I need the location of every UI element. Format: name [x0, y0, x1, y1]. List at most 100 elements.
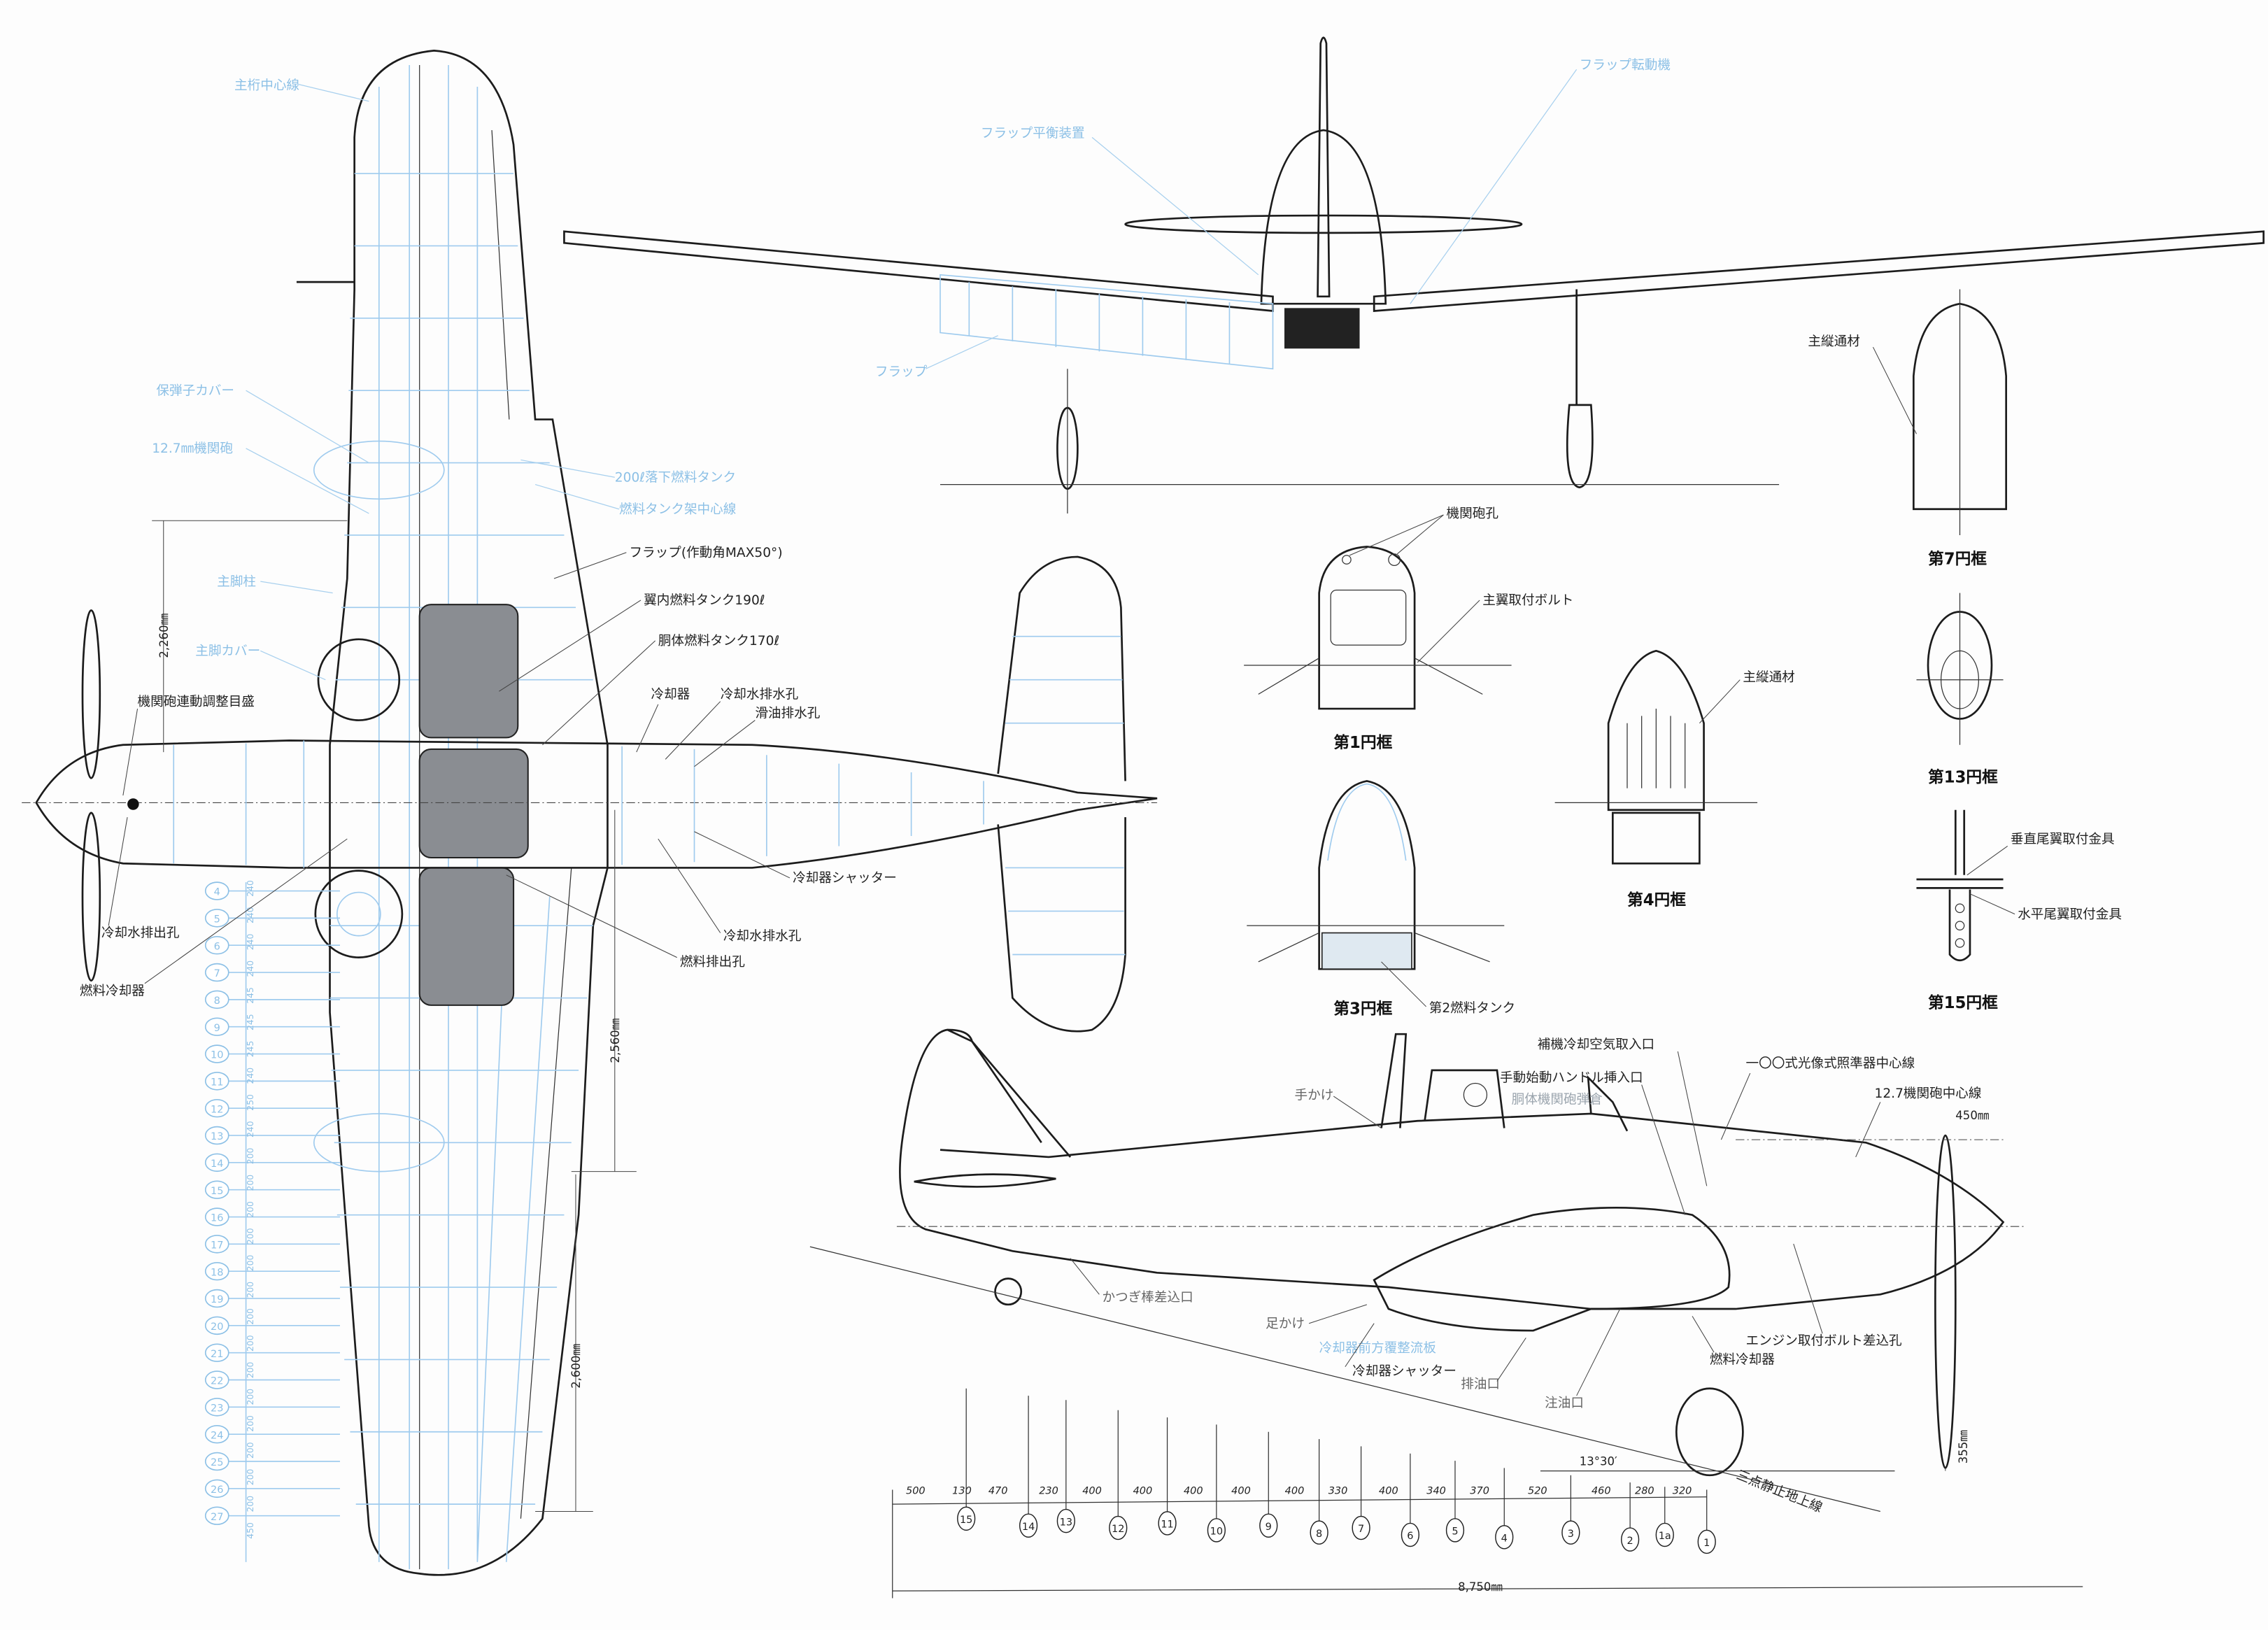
frame-station-number: 12 — [1112, 1524, 1124, 1535]
rib-spacing-value: 200 — [245, 1442, 255, 1459]
rib-station-marker — [204, 963, 229, 982]
frame-station-number: 13 — [1060, 1517, 1072, 1528]
label-ammo-box: 胴体機関砲弾倉 — [1512, 1092, 1603, 1107]
dimension-2560-text: 2,560㎜ — [609, 1019, 622, 1063]
label-127mm-gun: 12.7㎜機関砲 — [152, 441, 233, 456]
frame-spacing-value: 400 — [1082, 1486, 1102, 1497]
frame-station-marker — [1401, 1522, 1420, 1547]
side-tail-wheel — [994, 1277, 1023, 1306]
rib-station-marker — [204, 1316, 229, 1335]
frame-scale-baseline — [892, 1496, 1707, 1505]
frame-spacing-value: 330 — [1328, 1486, 1348, 1497]
rib-spacing-value: 240 — [245, 907, 255, 923]
rib-station-number: 12 — [211, 1104, 223, 1115]
frame-spacing-value: 400 — [1379, 1486, 1398, 1497]
rib-station-number: 27 — [211, 1512, 223, 1523]
side-canopy — [1424, 1069, 1629, 1132]
propeller-blade-upper — [81, 609, 101, 779]
frame-1-wing-bolt-label: 主翼取付ボルト — [1482, 593, 1573, 608]
frame-spacing-value: 130 — [952, 1486, 972, 1497]
frame-spacing-value: 280 — [1635, 1486, 1654, 1497]
rib-spacing-value: 245 — [245, 1014, 255, 1030]
dimension-2600: 2,600㎜ — [535, 1174, 593, 1512]
label-drop-tank: 200ℓ落下燃料タンク — [615, 470, 736, 485]
rib-station-number: 5 — [214, 914, 220, 926]
label-handhold: 手かけ — [1294, 1088, 1333, 1103]
rib-spacing-value: 200 — [245, 1415, 255, 1432]
rib-station-number: 23 — [211, 1403, 223, 1415]
dimension-overall-length: 8,750㎜ — [1458, 1580, 1503, 1594]
rib-station-number: 6 — [214, 941, 220, 952]
rib-station-marker — [204, 1126, 229, 1145]
frame-1-gun-port-left — [1342, 555, 1352, 565]
rib-station-number: 24 — [211, 1430, 223, 1441]
rib-station-marker — [204, 990, 229, 1009]
frame-station-number: 7 — [1358, 1524, 1364, 1535]
rib-station-marker — [204, 1479, 229, 1498]
front-radiator-intake — [1284, 308, 1360, 349]
frame-spacing-value: 340 — [1426, 1486, 1446, 1497]
rib-station-marker — [204, 935, 229, 955]
fuselage-frames — [173, 740, 984, 868]
rib-spacing-value: 200 — [245, 1282, 255, 1298]
side-canopy-window — [1463, 1082, 1488, 1107]
frame-station-number: 11 — [1161, 1519, 1173, 1531]
dimension-prop-clearance: 355㎜ — [1957, 1430, 1970, 1464]
frame-4-member-label: 主縦通材 — [1743, 670, 1794, 685]
rib-spacing-value: 240 — [245, 961, 255, 977]
frame-7-title: 第7円框 — [1928, 549, 1987, 568]
rib-station-marker — [204, 1424, 229, 1444]
fuselage-plan-outline — [35, 739, 1158, 869]
frame-spacing-value: 520 — [1528, 1486, 1547, 1497]
frame-station-number: 6 — [1407, 1531, 1413, 1542]
label-carry-bar: かつぎ棒差込口 — [1103, 1291, 1193, 1305]
rib-station-number: 9 — [214, 1023, 220, 1034]
front-wing-right — [1373, 230, 2265, 312]
rib-spacing-value: 245 — [245, 987, 255, 1004]
rib-station-number: 20 — [211, 1321, 223, 1333]
frame-station-number: 9 — [1266, 1522, 1272, 1533]
label-coolant-drain-2: 冷却水排水孔 — [723, 929, 802, 944]
frame-1-gun-ports-label: 機関砲孔 — [1447, 506, 1499, 521]
frame-1-title: 第1円框 — [1333, 733, 1392, 752]
dimension-2600-text: 2,600㎜ — [569, 1344, 583, 1389]
front-vertical-fin — [1317, 36, 1331, 298]
label-fuel-drain: 燃料排出孔 — [680, 955, 745, 970]
label-side-fuel-cooler: 燃料冷却器 — [1710, 1353, 1775, 1368]
gun-sync-marker — [127, 798, 139, 810]
frame-spacing-value: 500 — [906, 1486, 926, 1497]
label-side-radiator-shutter: 冷却器シャッター — [1352, 1364, 1457, 1379]
rib-station-marker — [204, 1044, 229, 1063]
rib-station-number: 22 — [211, 1376, 223, 1387]
rib-station-number: 19 — [211, 1294, 223, 1305]
frame-4-lower-box — [1611, 812, 1701, 865]
label-spar-centerline: 主桁中心線 — [234, 78, 299, 93]
frame-station-number: 3 — [1568, 1529, 1574, 1540]
side-antenna-mast — [1380, 1033, 1408, 1128]
rib-station-marker — [204, 1017, 229, 1036]
dimension-ground-angle: 13°30′ — [1580, 1454, 1617, 1468]
side-view: 補機冷却空気取入口 一〇〇式光像式照準器中心線 手動始動ハンドル挿入口 胴体機関… — [809, 1028, 2083, 1599]
frame-sections: 主縦通材 第7円框 機関砲孔 主翼取付ボルト 第1円框 第3円框 第2燃料タンク… — [1244, 289, 2122, 1018]
rib-spacing-value: 200 — [245, 1468, 255, 1485]
rib-spacing-value: 245 — [245, 1041, 255, 1058]
label-coolant-drain-1: 冷却水排水孔 — [721, 688, 799, 702]
label-foothold: 足かけ — [1266, 1317, 1305, 1331]
label-wing-tank: 翼内燃料タンク190ℓ — [644, 593, 765, 608]
rib-spacing-value: 200 — [245, 1335, 255, 1352]
tailplane-ribs — [1005, 635, 1126, 956]
frame-station-marker — [1207, 1518, 1226, 1543]
frame-station-number: 5 — [1452, 1526, 1458, 1538]
label-flap-balance: フラップ平衡装置 — [981, 126, 1085, 141]
aileron-line — [491, 130, 572, 1519]
rib-station-marker — [204, 1452, 229, 1471]
frame-spacing-value: 230 — [1039, 1486, 1058, 1497]
label-fuselage-tank: 胴体燃料タンク170ℓ — [658, 634, 779, 649]
label-gun-sync-scale: 機関砲連動調整目盛 — [138, 695, 255, 709]
rib-station-marker — [204, 1370, 229, 1389]
frame-spacing-value: 320 — [1673, 1486, 1692, 1497]
frame-station-number: 8 — [1316, 1529, 1322, 1540]
frame-spacing-value: 470 — [988, 1486, 1008, 1497]
frame-station-number: 10 — [1210, 1526, 1223, 1538]
front-fuselage — [1260, 129, 1387, 305]
